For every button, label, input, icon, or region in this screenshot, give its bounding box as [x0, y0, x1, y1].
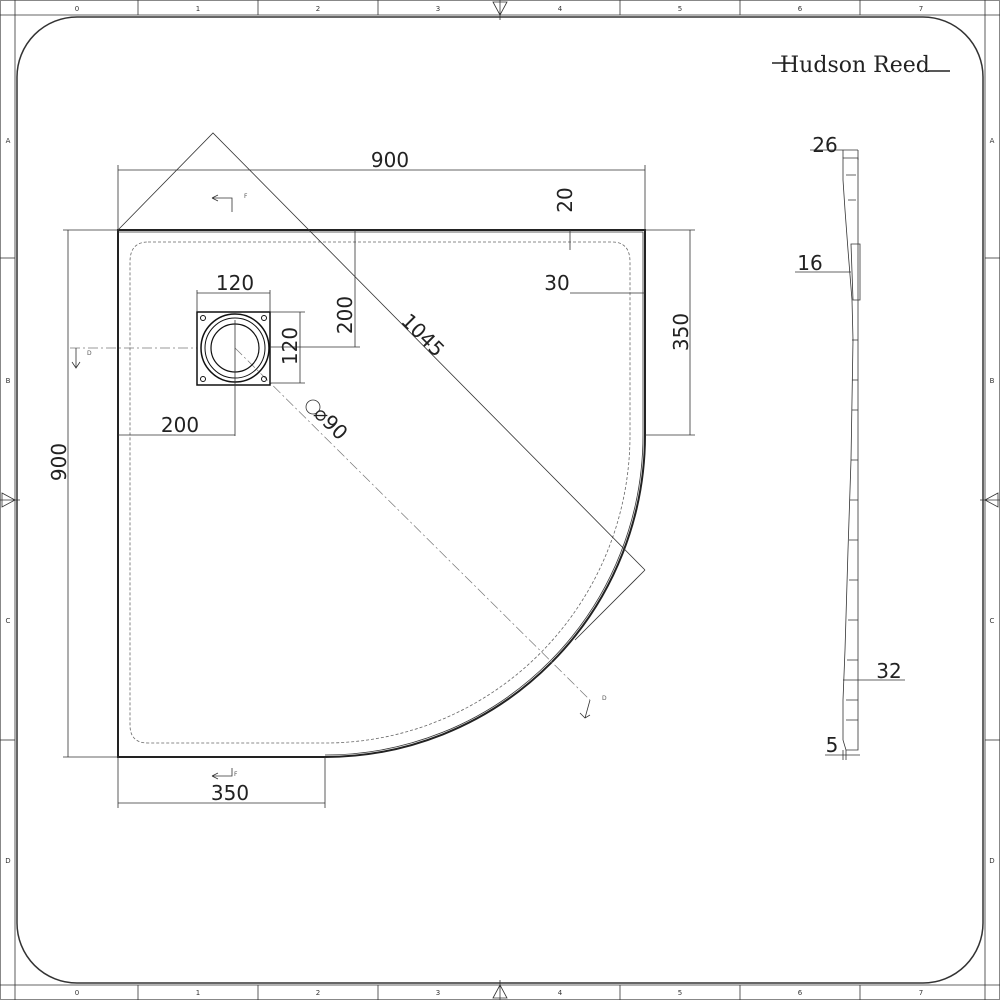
col-label: 4: [558, 5, 563, 13]
dim-edge-thickness: 5: [826, 733, 839, 757]
section-mark-d: D: [87, 350, 92, 357]
col-label: 0: [75, 5, 79, 13]
border-labels: 0 1 2 3 4 5 6 7 0 1 2 3 4 5 6 7 A B C D …: [5, 5, 994, 997]
svg-text:Hudson Reed: Hudson Reed: [780, 53, 930, 78]
row-label: B: [6, 377, 11, 385]
row-label: B: [990, 377, 995, 385]
section-markers: [71, 194, 591, 780]
col-label: 5: [678, 5, 682, 13]
dim-straight-side-bottom: 350: [211, 781, 249, 805]
row-label: A: [990, 137, 995, 145]
side-view: 26 16 32 5: [795, 133, 905, 760]
dim-top-thickness: 26: [812, 133, 837, 157]
dim-straight-side-right: 350: [669, 313, 693, 351]
dim-height-left: 900: [47, 443, 71, 481]
col-label: 6: [798, 989, 803, 997]
col-label: 2: [316, 5, 320, 13]
col-label: 3: [436, 5, 440, 13]
row-label: A: [6, 137, 11, 145]
row-label: D: [5, 857, 10, 865]
dim-rim-depth: 20: [553, 187, 577, 212]
col-label: 7: [919, 989, 923, 997]
col-label: 1: [196, 989, 200, 997]
section-mark-f: F: [244, 193, 248, 200]
col-label: 5: [678, 989, 682, 997]
dim-drain-from-left: 200: [161, 413, 199, 437]
col-label: 4: [558, 989, 563, 997]
row-label: D: [989, 857, 994, 865]
col-label: 3: [436, 989, 440, 997]
col-label: 0: [75, 989, 79, 997]
dimension-lines: [63, 165, 695, 808]
col-label: 6: [798, 5, 803, 13]
section-mark-d: D: [602, 695, 607, 702]
dim-drain-width: 120: [216, 271, 254, 295]
dim-drain-from-top: 200: [333, 296, 357, 334]
dim-drain-height: 120: [278, 327, 302, 365]
dim-width-top: 900: [371, 148, 409, 172]
center-line: [234, 347, 591, 701]
tray-outline: [117, 229, 646, 758]
row-label: C: [990, 617, 995, 625]
dim-total-thickness: 32: [876, 659, 901, 683]
plan-view: 900 20 30 350 1045 120 120 200 200 900 ⌀…: [47, 132, 695, 808]
col-label: 2: [316, 989, 320, 997]
dim-drain-depth: 16: [797, 251, 822, 275]
hudson-reed-logo: Hudson Reed: [772, 53, 950, 78]
drain: [196, 311, 271, 436]
section-mark-f: F: [234, 771, 238, 778]
col-label: 7: [919, 5, 923, 13]
row-label: C: [6, 617, 11, 625]
dim-rim-inset: 30: [544, 271, 569, 295]
col-label: 1: [196, 5, 200, 13]
